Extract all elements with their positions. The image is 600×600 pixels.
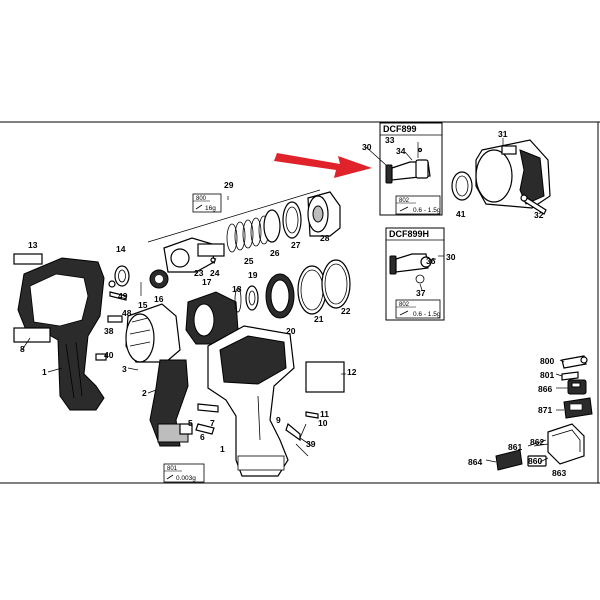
label-33: 33: [385, 135, 395, 145]
label-30b: 30: [446, 252, 456, 262]
sticker-8-part: [13, 327, 51, 343]
label-36: 36: [426, 256, 436, 266]
dcf899-box: DCF899: [379, 122, 443, 216]
right-housing-part: [207, 325, 295, 477]
label-860: 860: [528, 456, 542, 466]
washer-14-part: [114, 265, 130, 287]
label-864: 864: [468, 457, 482, 467]
belt-clip-864-part: [495, 449, 523, 471]
label-25: 25: [244, 256, 254, 266]
sticker-13-part: [13, 253, 43, 265]
label-3: 3: [122, 364, 127, 374]
label-31: 31: [498, 129, 508, 139]
red-arrow-icon: [274, 153, 372, 178]
case-862-part: [547, 423, 585, 465]
bit-holder-800-part: [561, 355, 588, 369]
charger-871-part: [563, 397, 593, 419]
svg-text:0.6 - 1.5g: 0.6 - 1.5g: [413, 311, 441, 318]
svg-text:802: 802: [399, 198, 410, 204]
label-17: 17: [202, 277, 212, 287]
dcf899h-title: DCF899H: [389, 229, 429, 239]
label-32: 32: [534, 210, 544, 220]
ring-20-part: [265, 273, 295, 319]
label-871: 871: [538, 405, 552, 415]
battery-866-part: [567, 379, 587, 395]
label-21: 21: [314, 314, 324, 324]
svg-text:802: 802: [399, 302, 410, 308]
label-11: 11: [320, 409, 329, 419]
hammer-part: [163, 237, 225, 273]
label-19: 19: [248, 270, 258, 280]
label-29: 29: [224, 180, 234, 190]
svg-text:800: 800: [196, 196, 207, 202]
label-30a: 30: [362, 142, 372, 152]
label-2: 2: [142, 388, 147, 398]
label-27: 27: [291, 240, 301, 250]
bearing-19-part: [245, 285, 259, 311]
motor-part: [125, 303, 181, 363]
label-800: 800: [540, 356, 554, 366]
svg-text:0.6 - 1.5g: 0.6 - 1.5g: [413, 207, 441, 214]
washer-18-part: [234, 287, 242, 313]
gear-housing-part: [185, 291, 239, 345]
label-24: 24: [210, 268, 220, 278]
ring-21-part: [297, 265, 327, 315]
label-23: 23: [194, 268, 204, 278]
label-37: 37: [416, 288, 426, 298]
label-15: 15: [138, 300, 148, 310]
label-9: 9: [276, 415, 281, 425]
label-7: 7: [210, 418, 215, 428]
label-801: 801: [540, 370, 554, 380]
label-13: 13: [28, 240, 38, 250]
ring-22-part: [321, 259, 351, 309]
label-6: 6: [200, 432, 205, 442]
label-41: 41: [456, 209, 466, 219]
left-housing-part: [17, 257, 105, 411]
tag-802-b: 802 0.6 - 1.5g: [395, 299, 441, 319]
label-38: 38: [104, 326, 114, 336]
label-40: 40: [104, 350, 114, 360]
sticker-12-part: [305, 361, 345, 393]
label-14: 14: [116, 244, 126, 254]
label-22: 22: [341, 306, 351, 316]
tag-802-a: 802 0.6 - 1.5g: [395, 195, 441, 215]
tag-801: 801 0.003g: [163, 463, 205, 483]
bit-801-part: [561, 371, 579, 381]
screw-32-part: [520, 194, 547, 215]
svg-text:801: 801: [167, 466, 178, 472]
label-39: 39: [306, 439, 316, 449]
label-49: 49: [118, 291, 128, 301]
label-866: 866: [538, 384, 552, 394]
dcf899-title: DCF899: [383, 124, 417, 134]
svg-text:0.003g: 0.003g: [176, 475, 196, 482]
label-861: 861: [508, 442, 522, 452]
label-26: 26: [270, 248, 280, 258]
label-16: 16: [154, 294, 164, 304]
label-1b: 1: [220, 444, 225, 454]
spring-part: [226, 215, 270, 253]
label-863: 863: [552, 468, 566, 478]
label-18: 18: [232, 284, 242, 294]
gear-16-part: [149, 269, 169, 289]
label-5: 5: [188, 418, 193, 428]
label-48: 48: [122, 308, 132, 318]
label-28: 28: [320, 233, 330, 243]
label-34: 34: [396, 146, 406, 156]
label-8: 8: [20, 344, 25, 354]
label-10: 10: [318, 418, 328, 428]
tag-800: 800 16g: [192, 193, 222, 213]
ring-41-part: [451, 171, 473, 201]
label-862: 862: [530, 437, 544, 447]
front-housing-part: [475, 138, 551, 209]
svg-text:16g: 16g: [205, 205, 216, 212]
case-860-part: [527, 455, 547, 467]
washer-26-part: [263, 209, 281, 243]
cam-28-part: [307, 191, 341, 237]
label-12: 12: [347, 367, 357, 377]
bearing-27-part: [282, 201, 302, 239]
label-20: 20: [286, 326, 296, 336]
label-1a: 1: [42, 367, 47, 377]
